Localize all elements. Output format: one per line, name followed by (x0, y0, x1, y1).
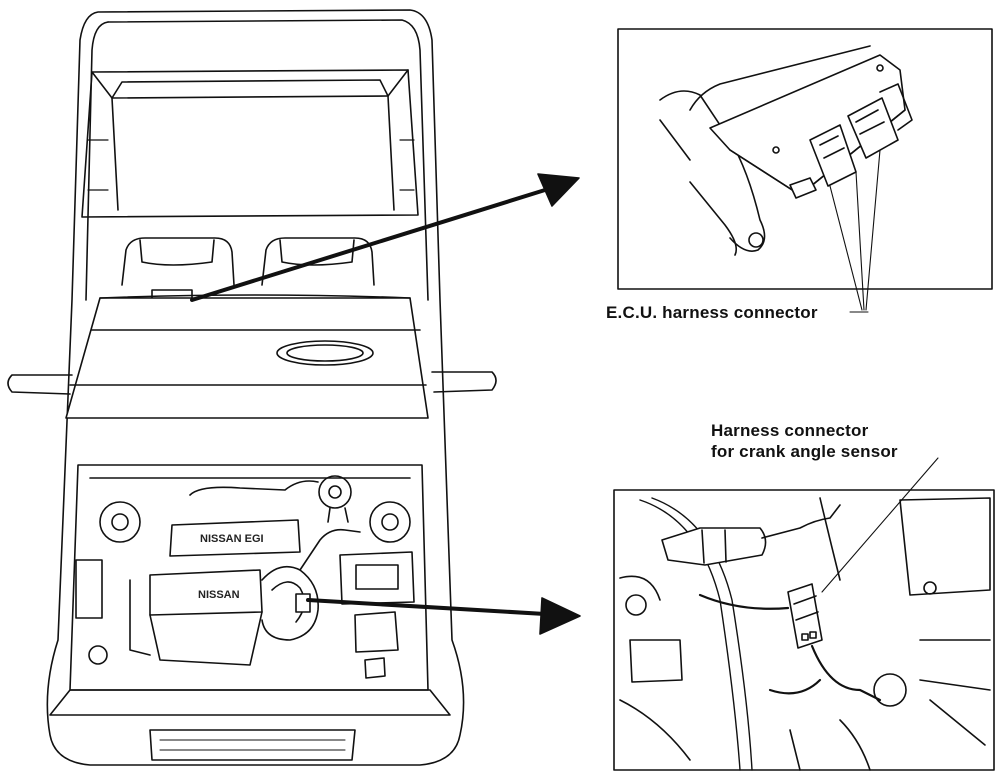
air-filter-box (339, 551, 415, 605)
vehicle-body-outline (46, 9, 465, 766)
intake-plenum: NISSAN EGI (169, 475, 352, 557)
crank-pointer-line (306, 598, 547, 616)
left-mirror (7, 374, 73, 395)
nissan-mark: NISSAN (198, 589, 240, 601)
crank-sensor-connector-location (295, 593, 311, 613)
ecu-arrow-head (537, 173, 580, 207)
dashboard (65, 297, 429, 419)
engine-wiring-harness (261, 565, 319, 641)
front-grille (149, 729, 356, 761)
steering-wheel (276, 340, 374, 366)
crank-inset-frame (613, 489, 995, 771)
crank-connector-label-line1: Harness connector (711, 421, 869, 440)
crank-arrow-head (539, 597, 581, 635)
ecu-detail-inset (617, 28, 993, 313)
ecu-harness-connectors (789, 83, 913, 199)
vehicle-top-view: NISSAN EGI NISSAN (7, 9, 497, 766)
crank-sensor-connector (787, 583, 823, 649)
ecu-harness-connector-label: E.C.U. harness connector (606, 303, 818, 322)
valve-cover: NISSAN (129, 569, 263, 666)
crank-sensor-detail-inset (613, 457, 995, 771)
egi-mark: NISSAN EGI (200, 533, 264, 545)
ecu-pointer-line (190, 188, 547, 302)
crank-leader-line (821, 457, 939, 593)
crank-connector-label-line2: for crank angle sensor (711, 442, 898, 461)
ecu-inset-frame (617, 28, 993, 290)
rear-window (81, 69, 419, 218)
right-mirror (431, 371, 497, 393)
